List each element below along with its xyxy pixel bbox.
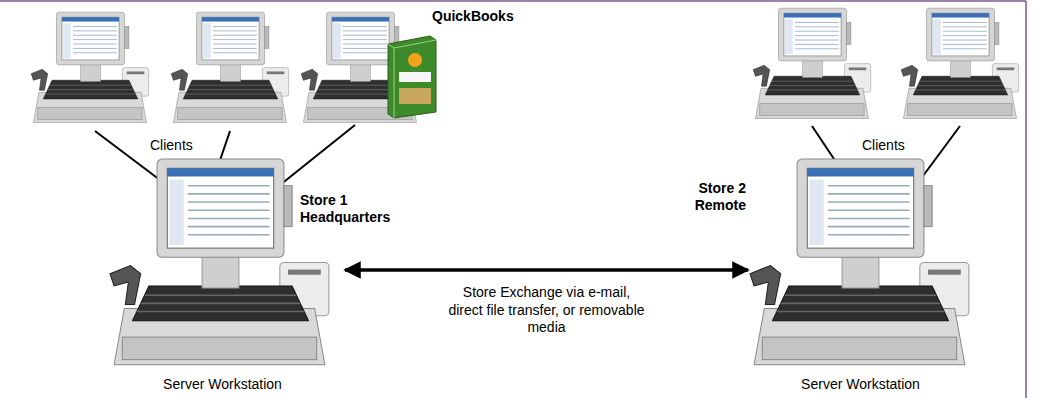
store-heading: Store 1 Headquarters bbox=[300, 192, 412, 226]
store-heading: Store 2 Remote bbox=[682, 180, 746, 214]
client-workstation bbox=[901, 8, 1018, 118]
client-workstation bbox=[753, 8, 870, 118]
exchange-arrow bbox=[345, 268, 748, 272]
workstation-node: Store 1 HeadquartersServer Workstation bbox=[100, 150, 345, 396]
frame-line bbox=[0, 0, 1026, 2]
edge-label: Store Exchange via e-mail, direct file t… bbox=[447, 284, 647, 337]
quickbooks-box bbox=[388, 36, 436, 118]
client-workstation bbox=[31, 12, 148, 122]
frame-line bbox=[1025, 1, 1027, 398]
workstation-caption: Server Workstation bbox=[100, 376, 345, 393]
group-label: Clients bbox=[862, 137, 905, 153]
group-label: Clients bbox=[150, 137, 193, 153]
product-label: QuickBooks bbox=[432, 8, 514, 24]
workstation-caption: Server Workstation bbox=[748, 376, 973, 393]
client-workstation bbox=[171, 12, 288, 122]
workstation-node: Store 2 RemoteServer Workstation bbox=[748, 150, 973, 396]
server-workstation bbox=[750, 159, 969, 365]
server-workstation bbox=[110, 159, 329, 365]
